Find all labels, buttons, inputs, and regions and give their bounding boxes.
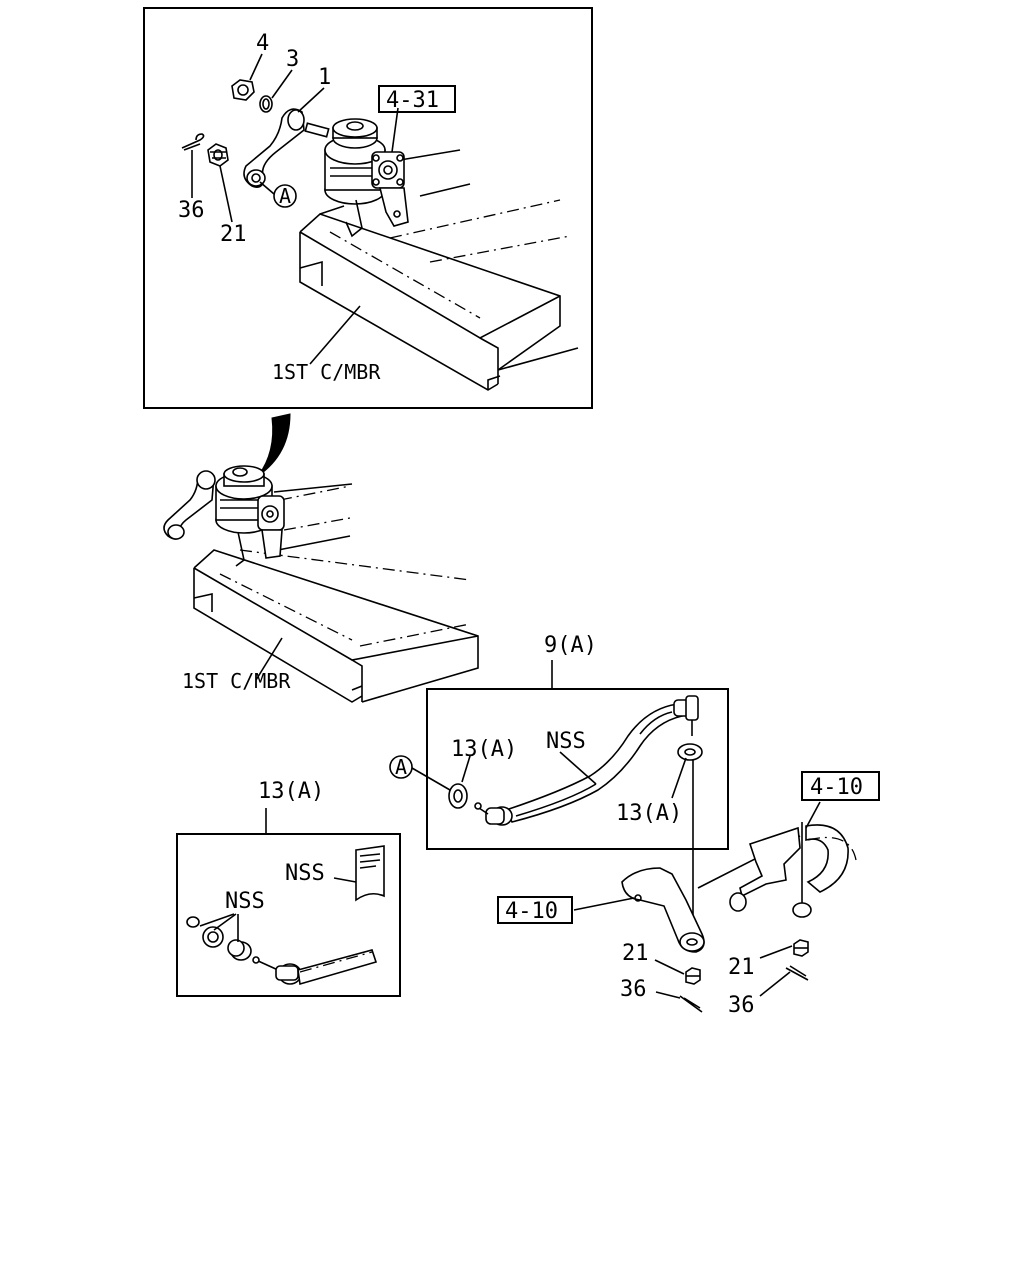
dust-boot-left [448, 783, 468, 809]
label-part-3: 3 [286, 47, 299, 72]
ref-box-4-10-left [497, 896, 573, 924]
label-part-21-right: 21 [728, 955, 755, 980]
label-kit-13a: 13(A) [258, 779, 324, 804]
castle-nut-part-21-left [685, 967, 701, 985]
label-nss-parts: NSS [225, 889, 265, 914]
label-part-21-top: 21 [220, 222, 247, 247]
label-cross-member-top: 1ST C/MBR [272, 360, 381, 384]
label-part-1: 1 [318, 65, 331, 90]
drag-link-assembly: A 9(A) 13(A) NSS 13(A) [389, 633, 729, 850]
nut-part-4 [231, 79, 255, 101]
label-boot-13a-right: 13(A) [616, 801, 682, 826]
pitman-arm-lower-bore [251, 173, 261, 183]
label-ref-4-31: 4-31 [386, 88, 439, 113]
label-cross-member-middle: 1ST C/MBR [182, 669, 291, 693]
middle-overview: 1ST C/MBR [163, 465, 479, 703]
kit-clamp [227, 939, 252, 961]
cotter-pin-part-36-right [785, 965, 809, 981]
cotter-pin-part-36-left [679, 995, 703, 1013]
label-part-21-left: 21 [622, 941, 649, 966]
label-drag-link-9a: 9(A) [544, 633, 597, 658]
label-part-36-top: 36 [178, 198, 205, 223]
label-ref-4-10-left: 4-10 [505, 899, 558, 924]
label-nss-grease: NSS [285, 861, 325, 886]
pitman-arm-upper-eye [287, 109, 305, 131]
ref-box-4-31 [378, 85, 456, 113]
dust-boot-right [677, 743, 703, 761]
top-detail-frame [143, 7, 593, 409]
castle-nut-part-21-right [793, 939, 809, 957]
kit-frame [176, 833, 401, 997]
steering-knuckle-right [739, 826, 801, 898]
steering-gear-box-middle [163, 465, 285, 567]
label-part-36-right: 36 [728, 993, 755, 1018]
washer-part-3 [259, 95, 273, 113]
label-part-36-left: 36 [620, 977, 647, 1002]
drag-link-frame [426, 688, 729, 850]
kit-dust-boot [202, 926, 224, 948]
label-ref-4-10-right: 4-10 [810, 775, 863, 800]
circle-a-marker-drag-link [389, 755, 413, 779]
boot-kit-13a: 13(A) NSS NSS [176, 779, 401, 997]
circle-a-marker-top [273, 184, 297, 208]
steering-gear-box-top [304, 118, 409, 238]
label-circle-a-top: A [279, 184, 291, 208]
first-cross-member-middle [193, 483, 479, 703]
label-part-4: 4 [256, 31, 269, 56]
castle-nut-part-21-top [207, 143, 229, 167]
label-boot-13a-left: 13(A) [451, 737, 517, 762]
top-detail-view: 4 3 1 4-31 36 21 A 1ST C/MBR [143, 7, 593, 409]
ref-box-4-10-right [801, 771, 880, 801]
knuckle-arm-assembly: 4-10 4-10 21 36 21 36 [497, 760, 880, 1018]
label-circle-a-drag-link: A [395, 755, 407, 779]
cotter-pin-part-36-top [181, 133, 205, 151]
label-nss-drag-link: NSS [546, 729, 586, 754]
first-cross-member-top [299, 149, 579, 391]
o-ring [186, 916, 200, 928]
zoom-pointer-arrow [257, 413, 291, 477]
